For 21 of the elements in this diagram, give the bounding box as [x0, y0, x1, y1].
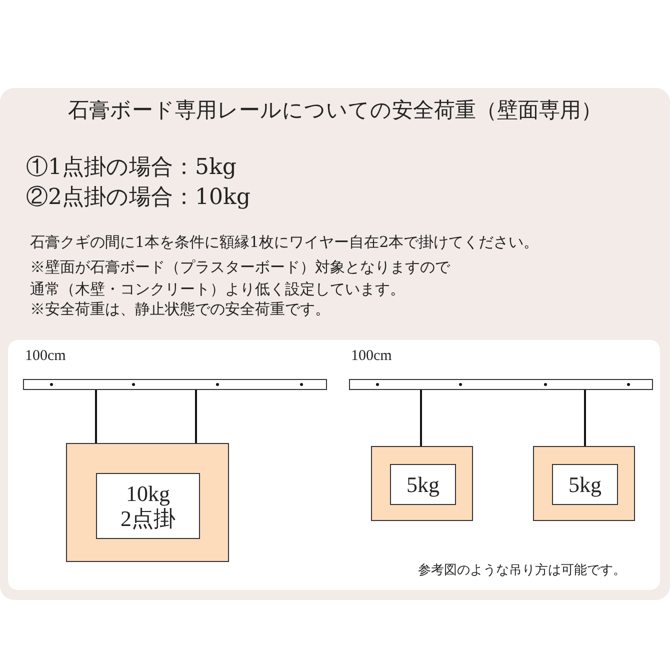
heading-line: ①1点掛の場合：5kg [26, 154, 236, 182]
hanging-wire [420, 390, 422, 446]
weight-label: 5kg [390, 464, 456, 505]
picture-frame [66, 443, 229, 562]
picture-frame [533, 446, 635, 521]
dimension-label: 100cm [351, 348, 392, 365]
hanging-wire [584, 390, 586, 446]
heading-line: ②2点掛の場合：10kg [26, 184, 250, 212]
picture-frame [371, 446, 473, 521]
note-text: 石膏クギの間に1本を条件に額縁1枚にワイヤー自在2本で掛けてください。 [30, 233, 539, 252]
note-text: ※安全荷重は、静止状態での安全荷重です。 [30, 300, 330, 319]
weight-label: 5kg [552, 464, 618, 505]
dimension-label: 100cm [25, 348, 66, 365]
hanging-wire [195, 390, 197, 443]
note-text: ※壁面が石膏ボード（プラスターボード）対象となりますので通常（木壁・コンクリート）より低く設定しています。 [30, 257, 452, 300]
note-text: 参考図のような吊り方は可能です。 [418, 562, 626, 579]
rail [349, 379, 653, 390]
weight-label: 10kg 2点掛 [96, 473, 200, 539]
rail [23, 379, 327, 390]
hanging-wire [95, 390, 97, 443]
title: 石膏ボード専用レールについての安全荷重（壁面専用） [67, 97, 603, 124]
